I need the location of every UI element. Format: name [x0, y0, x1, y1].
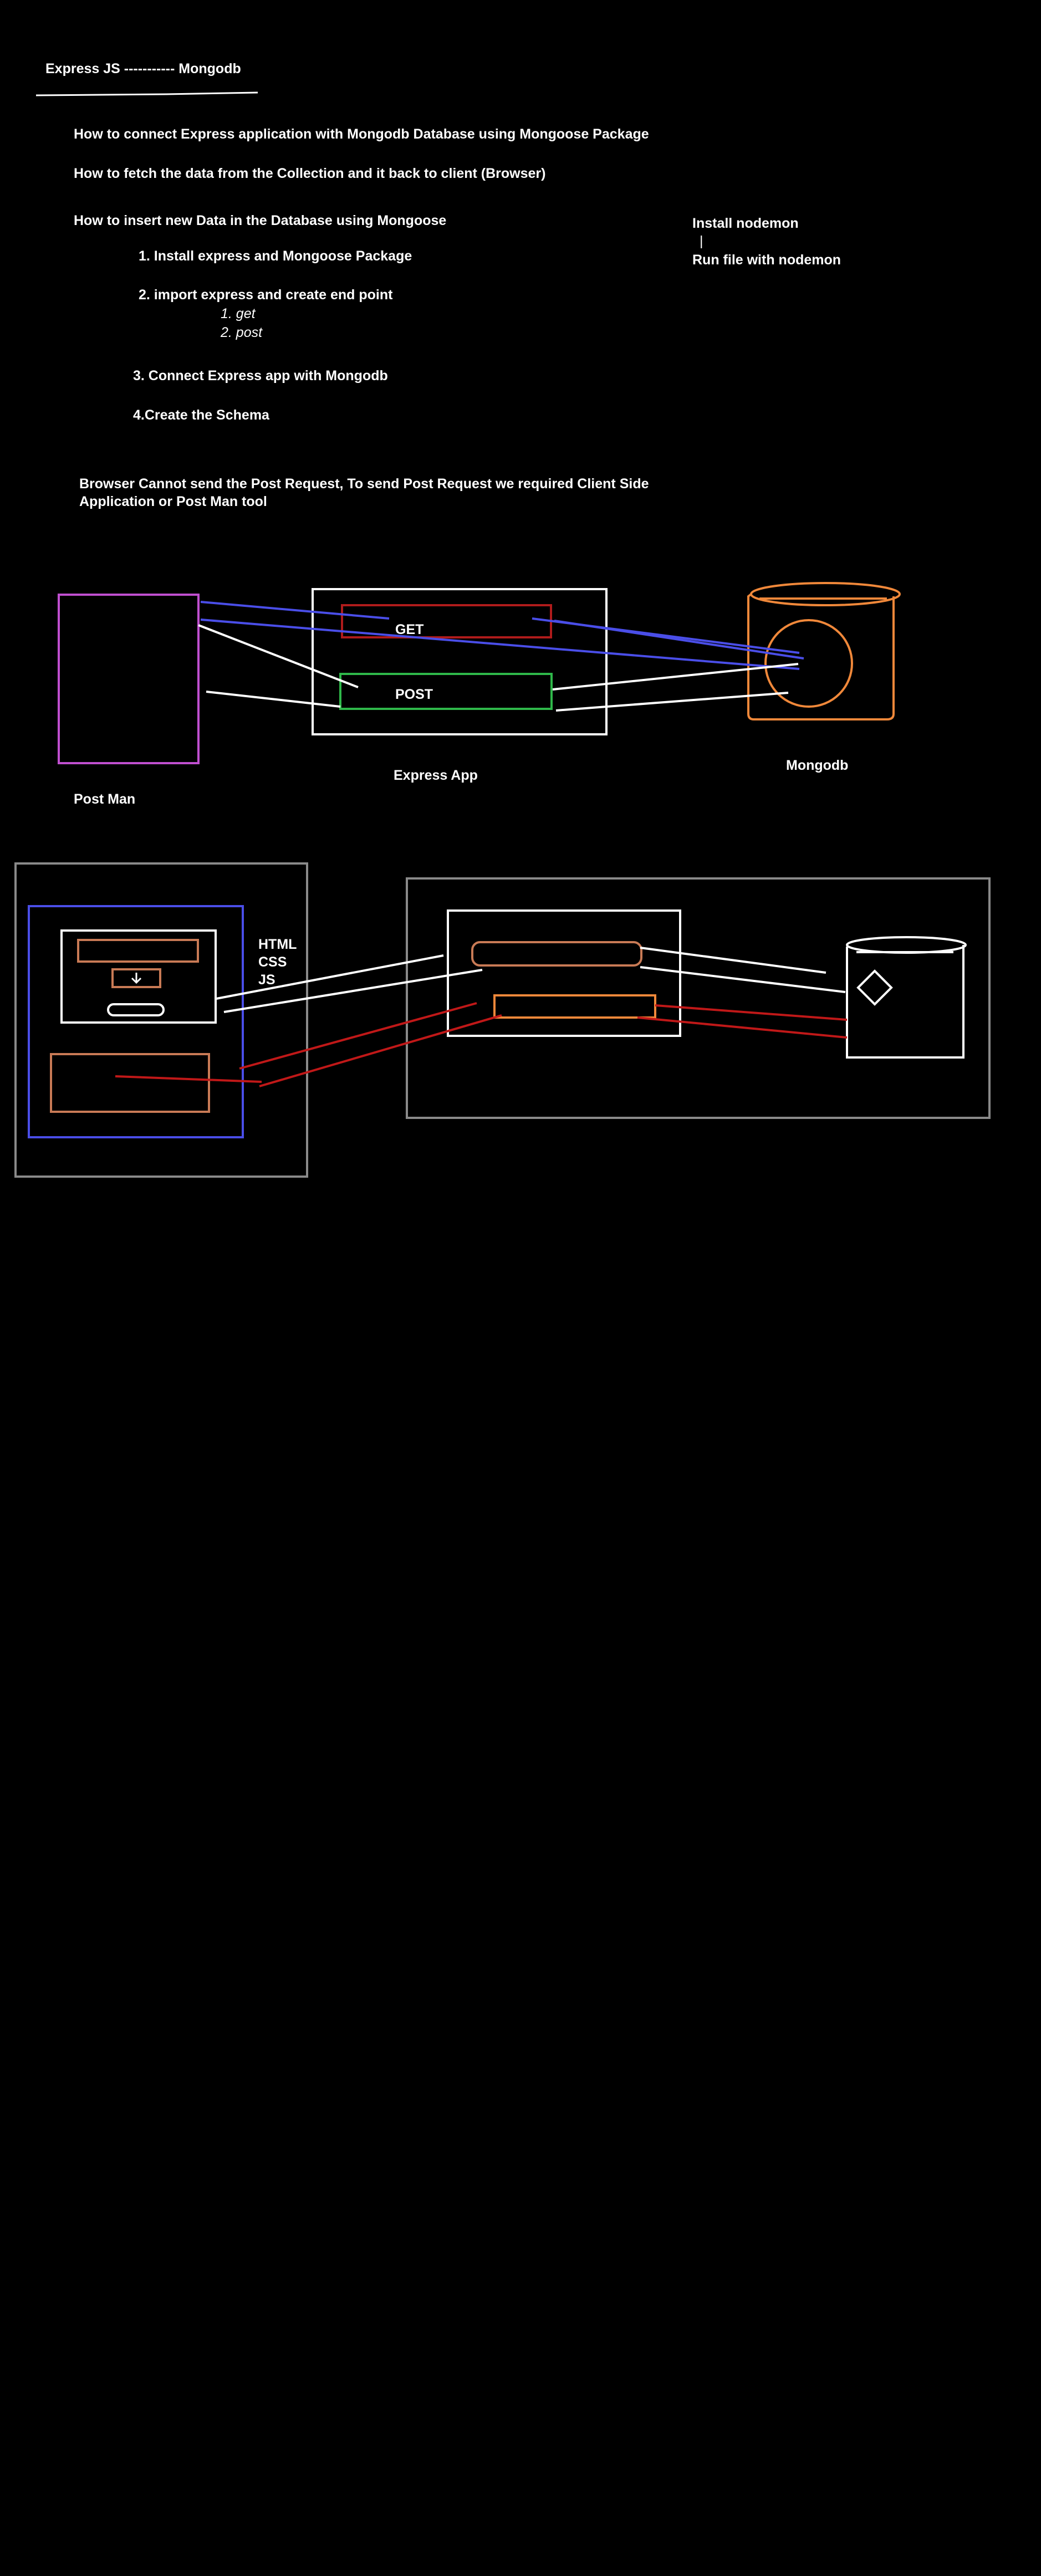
topic-fetch: How to fetch the data from the Collectio… — [74, 166, 546, 181]
step-2-sub-post: 2. post — [221, 325, 263, 340]
tech-js-label: JS — [258, 972, 275, 988]
page-title: Express JS ----------- Mongodb — [45, 61, 241, 76]
post-endpoint-box — [339, 673, 553, 710]
step-2: 2. import express and create end point — [139, 287, 393, 303]
step-4: 4.Create the Schema — [133, 407, 269, 423]
mongodb-label: Mongodb — [786, 758, 849, 773]
nodemon-connector: | — [700, 233, 703, 249]
get-request-links — [200, 601, 804, 670]
note-line-2: Application or Post Man tool — [79, 494, 267, 509]
form-submit-icon — [111, 968, 161, 988]
postman-box — [58, 594, 200, 764]
html-form-box — [60, 929, 217, 1024]
step-3: 3. Connect Express app with Mongodb — [133, 368, 388, 384]
nodemon-run: Run file with nodemon — [692, 252, 841, 268]
nodemon-install: Install nodemon — [692, 216, 799, 231]
post-request-links — [198, 624, 799, 712]
database-cylinder-icon — [846, 936, 967, 1059]
get-route-pill — [471, 941, 642, 967]
get-label: GET — [395, 622, 424, 637]
form-input-field — [77, 939, 199, 963]
express-server-box — [447, 909, 681, 1037]
response-output-box — [50, 1053, 210, 1113]
mongodb-cylinder-icon — [747, 582, 901, 720]
browser-window — [28, 905, 244, 1138]
step-2-sub-get: 1. get — [221, 306, 256, 321]
note-line-1: Browser Cannot send the Post Request, To… — [79, 476, 649, 492]
post-route-box — [493, 994, 656, 1019]
fetch-links — [216, 947, 846, 1013]
get-endpoint-box — [341, 604, 552, 638]
step-1: 1. Install express and Mongoose Package — [139, 248, 412, 264]
download-arrow-icon — [131, 973, 142, 984]
post-label: POST — [395, 687, 433, 702]
form-button — [107, 1003, 165, 1016]
topic-insert: How to insert new Data in the Database u… — [74, 213, 447, 228]
server-frame — [406, 877, 991, 1119]
browser-frame — [14, 862, 308, 1178]
express-app-box — [312, 588, 608, 735]
express-app-label: Express App — [394, 768, 478, 783]
title-underline — [35, 91, 258, 96]
tech-css-label: CSS — [258, 954, 287, 970]
topic-connect: How to connect Express application with … — [74, 126, 649, 142]
insert-links — [115, 1002, 848, 1087]
postman-label: Post Man — [74, 791, 136, 807]
tech-html-label: HTML — [258, 937, 297, 952]
